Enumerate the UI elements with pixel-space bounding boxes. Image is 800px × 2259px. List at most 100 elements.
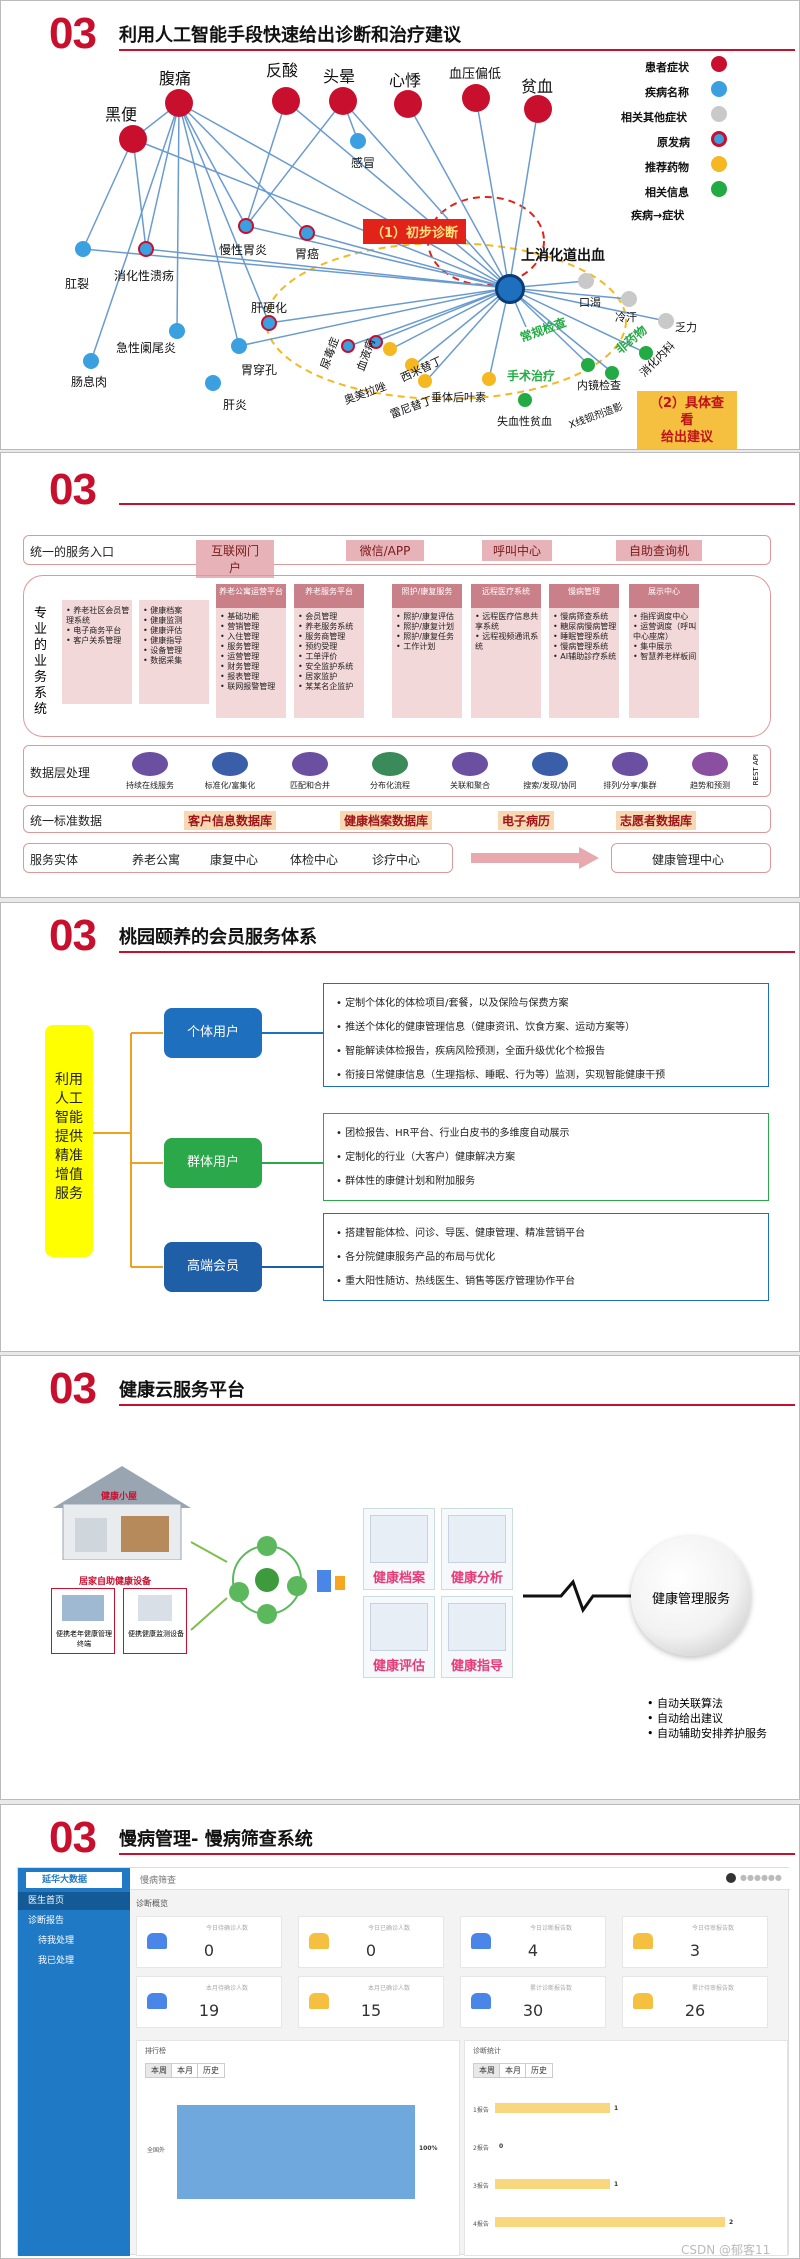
business-column: • 健康档案• 健康监测• 健康评估• 健康指导• 设备管理• 数据采集 bbox=[139, 600, 209, 704]
tab-month[interactable]: 本月 bbox=[499, 2063, 527, 2078]
header-title: 慢病筛查 bbox=[140, 1873, 176, 1886]
standard-data-label: 统一标准数据 bbox=[30, 812, 102, 829]
data-flow-diagram bbox=[187, 1506, 367, 1646]
disease-label: 急性阑尾炎 bbox=[116, 339, 176, 356]
flow-arrow bbox=[471, 847, 601, 869]
entity-item: 体检中心 bbox=[290, 851, 338, 868]
entry-wechat[interactable]: 微信/APP bbox=[346, 540, 424, 561]
stat-caption: 今日待审报告数 bbox=[663, 1923, 763, 1932]
symptom-node bbox=[165, 89, 193, 117]
entry-label: 统一的服务入口 bbox=[30, 543, 114, 560]
member-benefit-item: • 定制个体化的体检项目/套餐，以及保险与保费方案 bbox=[336, 994, 568, 1009]
disease-label: 胃穿孔 bbox=[241, 361, 277, 378]
symptom-label: 贫血 bbox=[521, 73, 553, 97]
stat-caption: 本月待确诊人数 bbox=[177, 1983, 277, 1992]
symptom-label: 头晕 bbox=[323, 63, 355, 87]
user-avatar[interactable] bbox=[726, 1873, 736, 1883]
business-label: 专业的业务系统 bbox=[34, 606, 50, 718]
member-group-button[interactable]: 个体用户 bbox=[164, 1008, 262, 1058]
drug-node bbox=[482, 372, 496, 386]
csdn-watermark: CSDN @郁客11 bbox=[681, 2241, 770, 2258]
process-icon bbox=[212, 752, 248, 776]
member-benefit-item: • 搭建智能体检、问诊、导医、健康管理、精准营销平台 bbox=[336, 1224, 585, 1239]
disease-node bbox=[205, 375, 221, 391]
slide-title: 桃园颐养的会员服务体系 bbox=[119, 923, 317, 949]
symptom-label: 黑便 bbox=[105, 101, 137, 125]
box-label: 健康评估 bbox=[364, 1655, 434, 1674]
legend-relation: 疾病→症状 bbox=[631, 207, 684, 223]
related-label: 口渴 bbox=[579, 294, 601, 310]
entry-kiosk[interactable]: 自助查询机 bbox=[616, 540, 702, 561]
member-benefit-item: • 各分院健康服务产品的布局与优化 bbox=[336, 1248, 495, 1263]
column-items: • 基础功能• 营销管理• 入住管理• 服务管理• 运营管理• 财务管理• 报表… bbox=[220, 612, 284, 692]
stat-card: 今日诊断报告数4 bbox=[460, 1916, 606, 1968]
sidebar-item-pending[interactable]: 待我处理 bbox=[18, 1932, 130, 1950]
slide-title: 慢病管理- 慢病筛查系统 bbox=[119, 1825, 313, 1851]
column-item: • 居家监护 bbox=[298, 672, 362, 682]
service-bullets: • 自动关联算法 • 自动给出建议 • 自动辅助安排养护服务 bbox=[647, 1696, 767, 1741]
overview-title: 诊断概览 bbox=[136, 1898, 168, 1909]
tab-history[interactable]: 历史 bbox=[197, 2063, 225, 2078]
member-group-button[interactable]: 群体用户 bbox=[164, 1138, 262, 1188]
sidebar-item-reports[interactable]: 诊断报告 bbox=[18, 1912, 130, 1930]
column-item: • AI辅助診疗系统 bbox=[553, 652, 617, 662]
entry-row: 统一的服务入口 互联网门户 微信/APP 呼叫中心 自助查询机 bbox=[23, 535, 771, 565]
process-label: 排列/分享/集群 bbox=[595, 780, 665, 791]
process-icon bbox=[372, 752, 408, 776]
disease-node bbox=[299, 225, 315, 241]
tab-week[interactable]: 本周 bbox=[473, 2063, 501, 2078]
column-items: • 指挥调度中心• 运营调度（呼叫中心座席）• 集中展示• 智慧养老样板间 bbox=[633, 612, 697, 662]
sidebar-item-home[interactable]: 医生首页 bbox=[18, 1892, 130, 1910]
health-analysis-box: 健康分析 bbox=[441, 1508, 513, 1590]
entity-item: 诊疗中心 bbox=[372, 851, 420, 868]
bar-category: 2报告 bbox=[473, 2143, 489, 2152]
health-assess-box: 健康评估 bbox=[363, 1596, 435, 1678]
stat-value: 4 bbox=[461, 1941, 605, 1960]
column-item: • 服务管理 bbox=[220, 642, 284, 652]
tab-month[interactable]: 本月 bbox=[171, 2063, 199, 2078]
column-item: • 客户关系管理 bbox=[66, 636, 130, 646]
disease-node bbox=[350, 133, 366, 149]
standard-data-row: 统一标准数据 客户信息数据库 健康档案数据库 电子病历 志愿者数据库 bbox=[23, 805, 771, 833]
health-house-icon bbox=[49, 1464, 195, 1560]
process-label: 分布化流程 bbox=[355, 780, 425, 791]
device-card: 便携健康监测设备 bbox=[123, 1588, 187, 1654]
business-column: 照护/康复服务• 照护/康复评估• 照护/康复计划• 照护/康复任务• 工作计划 bbox=[392, 584, 462, 718]
column-item: • 慢病筛查系统 bbox=[553, 612, 617, 622]
column-items: • 会员管理• 养老服务系统• 服务商管理• 预约受理• 工单评价• 安全监护系… bbox=[298, 612, 362, 692]
related-node bbox=[658, 313, 674, 329]
tab-history[interactable]: 历史 bbox=[525, 2063, 553, 2078]
user-name[interactable]: ●●●●●● bbox=[740, 1873, 782, 1882]
disease-label: 消化性溃疡 bbox=[114, 267, 174, 284]
symptom-label: 反酸 bbox=[266, 57, 298, 81]
center-node bbox=[495, 274, 525, 304]
slide-membership: 03 桃园颐养的会员服务体系 利用人工智能提供精准增值服务 个体用户• 定制个体… bbox=[0, 902, 800, 1352]
box-label: 健康分析 bbox=[442, 1567, 512, 1586]
entry-call-center[interactable]: 呼叫中心 bbox=[482, 540, 552, 561]
column-item: • 工单评价 bbox=[298, 652, 362, 662]
stat-value: 0 bbox=[299, 1941, 443, 1960]
rest-api-label: REST API bbox=[752, 754, 760, 785]
column-item: • 健康指导 bbox=[143, 636, 207, 646]
column-item: • 基础功能 bbox=[220, 612, 284, 622]
device-screen bbox=[62, 1595, 104, 1621]
disease-node bbox=[261, 315, 277, 331]
member-group-button[interactable]: 高端会员 bbox=[164, 1242, 262, 1292]
health-guide-box: 健康指导 bbox=[441, 1596, 513, 1678]
column-item: • 养老服务系统 bbox=[298, 622, 362, 632]
stat-card: 本月已确诊人数15 bbox=[298, 1976, 444, 2028]
tab-week[interactable]: 本周 bbox=[145, 2063, 173, 2078]
sidebar-item-done[interactable]: 我已处理 bbox=[18, 1952, 130, 1970]
entry-portal[interactable]: 互联网门户 bbox=[196, 540, 274, 578]
stat-caption: 累计待审报告数 bbox=[663, 1983, 763, 1992]
symptom-node bbox=[119, 125, 147, 153]
column-item: • 指挥调度中心 bbox=[633, 612, 697, 622]
data-layer-label: 数据层处理 bbox=[30, 764, 90, 781]
record-sheet bbox=[370, 1515, 428, 1563]
column-item: • 服务商管理 bbox=[298, 632, 362, 642]
slide-title: 健康云服务平台 bbox=[119, 1376, 245, 1402]
column-item: • 电子商务平台 bbox=[66, 626, 130, 636]
member-benefit-item: • 衔接日常健康信息（生理指标、睡眠、行为等）监测，实现智能健康干预 bbox=[336, 1066, 665, 1081]
stat-value: 3 bbox=[623, 1941, 767, 1960]
stat-card: 今日待确诊人数0 bbox=[136, 1916, 282, 1968]
